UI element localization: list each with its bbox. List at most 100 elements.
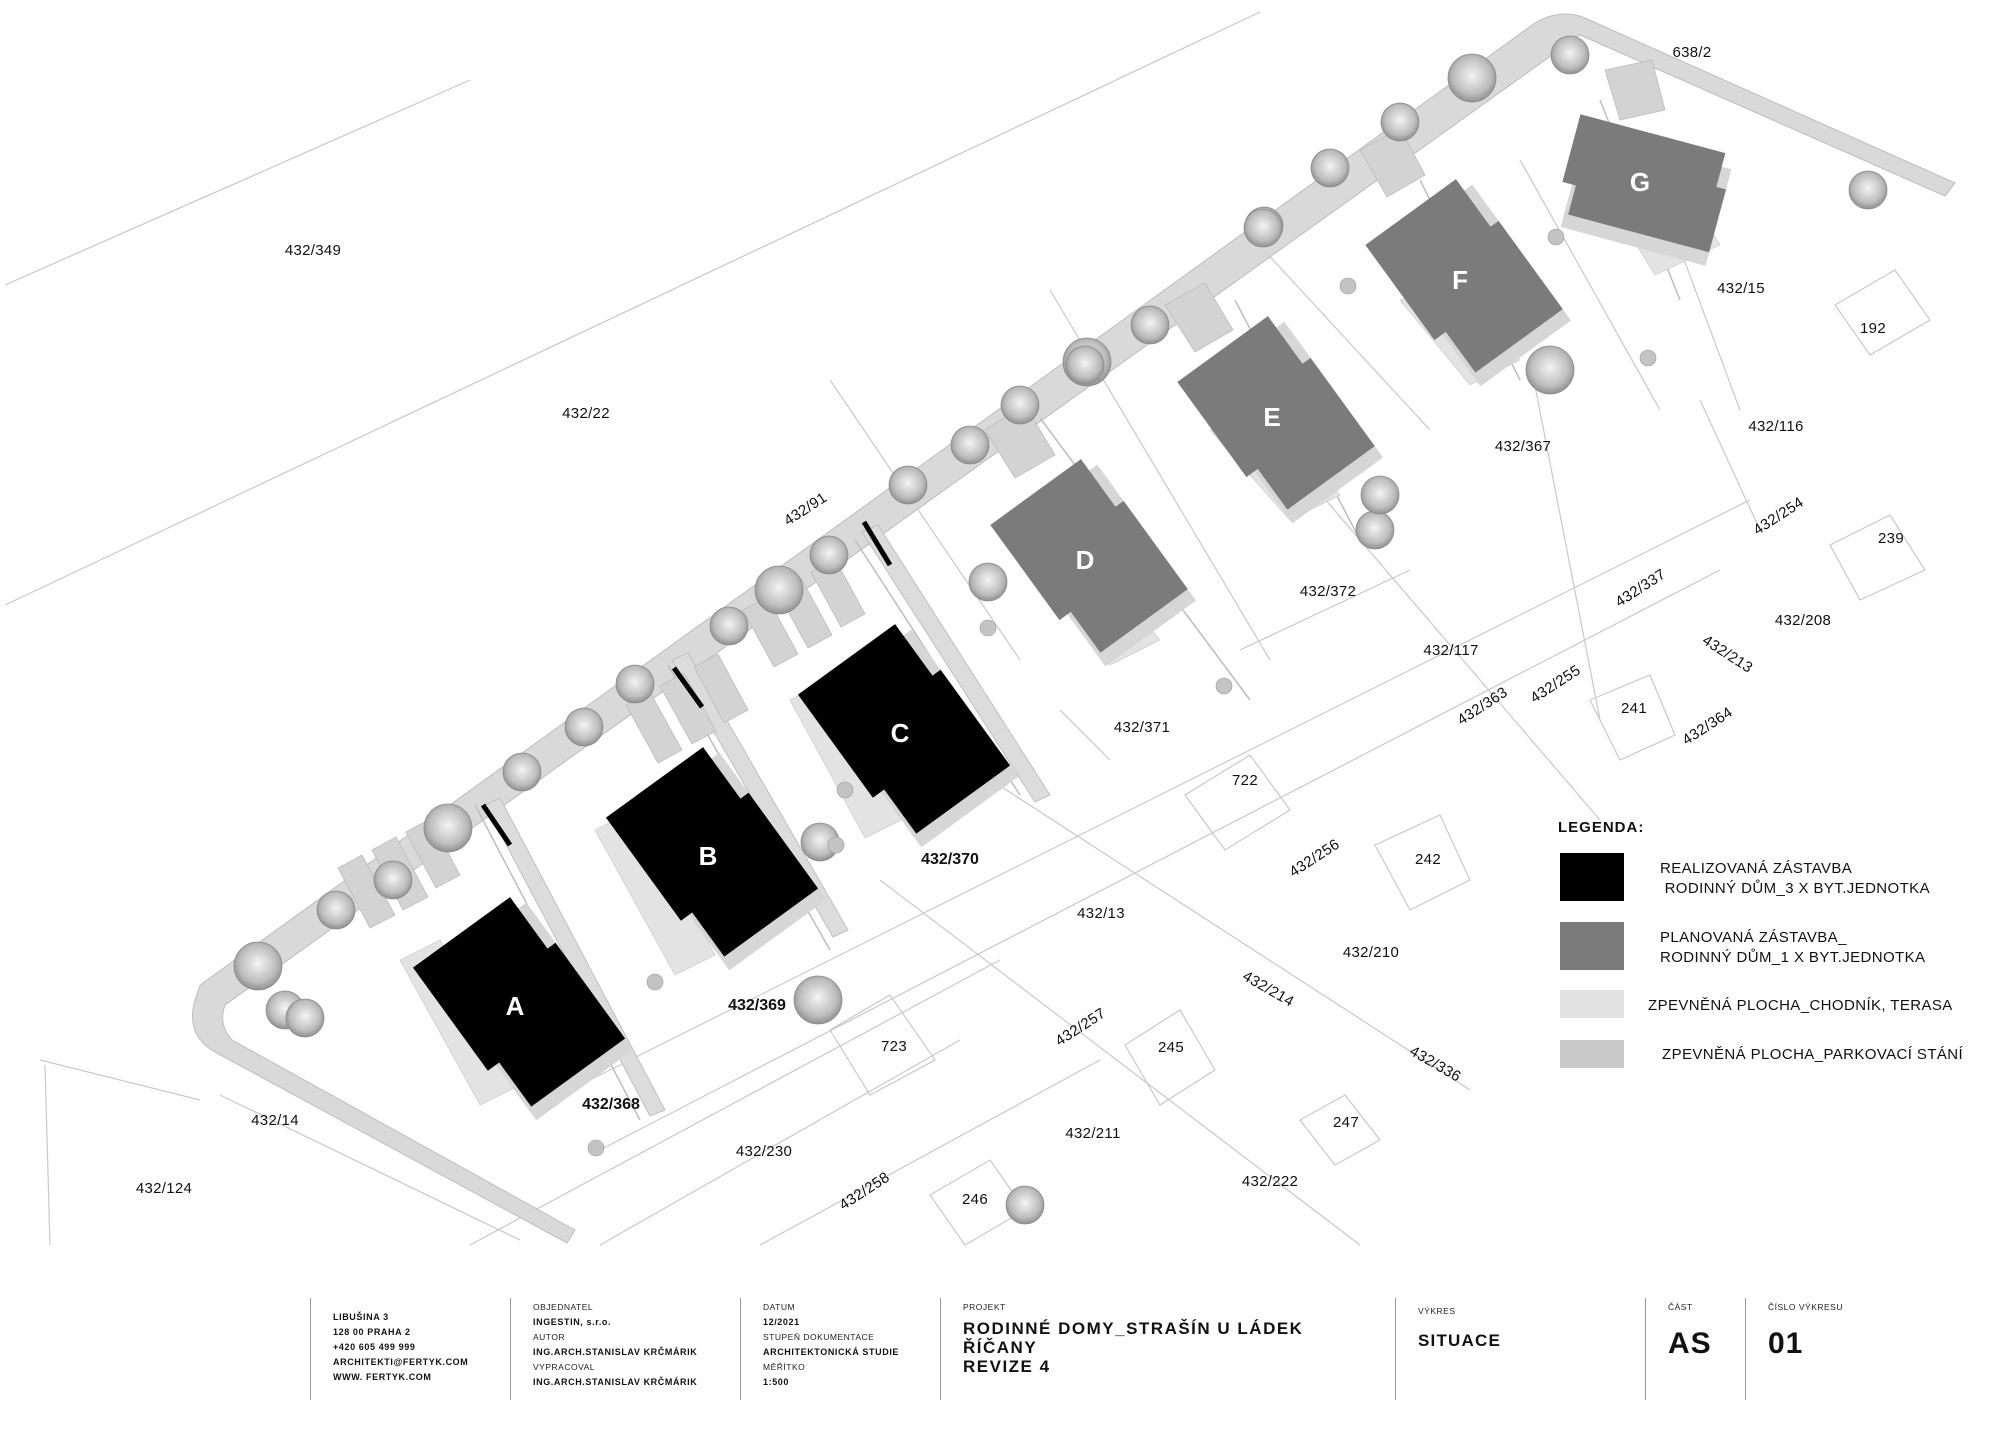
legend-item-path: ZPEVNĚNÁ PLOCHA_CHODNÍK, TERASA: [1648, 997, 1953, 1014]
parcel-label: 432/256: [1286, 836, 1342, 881]
tree-icon: [1550, 35, 1590, 75]
building-footprint: [412, 897, 626, 1107]
parcel-label: 432/372: [1300, 583, 1356, 600]
tree-icon: [1848, 170, 1888, 210]
parcel-label: 432/214: [1240, 968, 1297, 1011]
project-title-line-2: ŘÍČANY: [963, 1338, 1038, 1357]
parcel-label: 432/15: [1717, 280, 1765, 297]
boundary-markers: [480, 520, 893, 847]
project-title-line-3: REVIZE 4: [963, 1357, 1051, 1376]
parcel-label: 432/336: [1407, 1043, 1464, 1086]
tree-icon: [1310, 148, 1350, 188]
parcel-label: 432/208: [1775, 612, 1831, 629]
building-label: G: [1630, 167, 1650, 197]
legend-item-planned-line1: PLANOVANÁ ZÁSTAVBA_: [1660, 929, 1847, 946]
legend-item-realized-line1: REALIZOVANÁ ZÁSTAVBA: [1660, 860, 1852, 877]
building-c: C: [797, 624, 1019, 848]
shrub-icon: [827, 836, 845, 854]
title-block: LIBUŠINA 3 128 00 PRAHA 2 +420 605 499 9…: [310, 1298, 2000, 1400]
parcel-label: 432/124: [136, 1180, 192, 1197]
parcel-label: 432/14: [251, 1112, 299, 1129]
author-value: ING.ARCH.STANISLAV KRČMÁRIK: [533, 1347, 698, 1357]
shrub-icon: [836, 781, 854, 799]
legend-swatch-parking: [1560, 1040, 1624, 1068]
trees-layer: [233, 35, 1888, 1225]
tree-icon: [1000, 385, 1040, 425]
tree-icon: [316, 890, 356, 930]
legend-title: LEGENDA:: [1558, 819, 1644, 836]
building-a: A: [412, 897, 634, 1121]
shrub-icon: [1339, 277, 1357, 295]
building-label: B: [699, 841, 718, 871]
parcel-label: 432/91: [781, 489, 830, 529]
parcel-label: 432/213: [1699, 632, 1755, 677]
project-title-line-1: RODINNÉ DOMY_STRAŠÍN U LÁDEK: [963, 1319, 1304, 1338]
view-value: SITUACE: [1418, 1331, 1502, 1350]
tree-icon: [1380, 102, 1420, 142]
building-footprint: [797, 624, 1011, 834]
parcel-label: 432/369: [728, 997, 786, 1014]
tree-icon: [793, 975, 843, 1025]
building-footprint: [1177, 316, 1375, 510]
tree-icon: [423, 803, 473, 853]
tree-icon: [233, 941, 283, 991]
tree-icon: [502, 752, 542, 792]
tree-icon: [1005, 1185, 1045, 1225]
tree-icon: [1447, 53, 1497, 103]
view-label: VÝKRES: [1418, 1306, 1456, 1316]
part-label: ČÁST: [1668, 1302, 1693, 1312]
building-label: C: [891, 718, 910, 748]
address-phone: +420 605 499 999: [333, 1342, 416, 1352]
address-web: WWW. FERTYK.COM: [333, 1372, 432, 1382]
parcel-label: 638/2: [1672, 44, 1711, 61]
parcel-label: 723: [881, 1038, 907, 1055]
address-column: LIBUŠINA 3 128 00 PRAHA 2 +420 605 499 9…: [310, 1298, 510, 1400]
tree-icon: [950, 425, 990, 465]
project-column: PROJEKT RODINNÉ DOMY_STRAŠÍN U LÁDEK ŘÍČ…: [940, 1298, 1395, 1400]
building-footprint: [605, 747, 819, 957]
tree-icon: [888, 465, 928, 505]
building-g: G: [1560, 114, 1732, 266]
view-column: VÝKRES SITUACE: [1395, 1298, 1645, 1400]
parcel-label: 432/117: [1423, 642, 1478, 659]
tree-icon: [615, 664, 655, 704]
parcel-label: 432/371: [1114, 719, 1170, 736]
shrub-icon: [1547, 228, 1565, 246]
legend: LEGENDA: REALIZOVANÁ ZÁSTAVBA RODINNÝ DŮ…: [1558, 819, 1964, 1068]
author-label: AUTOR: [533, 1332, 566, 1342]
parcel-label: 247: [1333, 1114, 1359, 1131]
parcel-label: 432/370: [921, 851, 979, 868]
address-line-1: LIBUŠINA 3: [333, 1312, 389, 1322]
tree-icon: [709, 606, 749, 646]
parcel-label: 432/255: [1527, 662, 1583, 707]
shrub-icon: [587, 1139, 605, 1157]
parcel-label: 242: [1415, 851, 1441, 868]
parcel-label: 432/258: [836, 1169, 892, 1214]
building-footprint: [990, 459, 1188, 653]
parcel-label: 432/222: [1242, 1173, 1298, 1190]
parcel-boundaries: [4, 11, 1931, 1246]
access-road: [192, 13, 1956, 1244]
parcel-label: 432/254: [1750, 494, 1806, 539]
building-label: F: [1452, 265, 1468, 295]
drawing-number-label: ČÍSLO VÝKRESU: [1768, 1302, 1843, 1312]
shrub-icon: [646, 973, 664, 991]
legend-swatch-realized: [1560, 853, 1624, 901]
parcel-label: 432/337: [1612, 566, 1668, 611]
tree-icon: [1360, 475, 1400, 515]
shrub-icon: [979, 619, 997, 637]
stage-value: ARCHITEKTONICKÁ STUDIE: [763, 1347, 900, 1357]
parcel-label: 192: [1860, 320, 1886, 337]
tree-icon: [373, 860, 413, 900]
tree-icon: [809, 535, 849, 575]
parcel-label: 432/349: [285, 242, 341, 259]
part-value: AS: [1668, 1327, 1712, 1360]
parcel-label: 432/116: [1748, 418, 1803, 435]
client-value: INGESTIN, s.r.o.: [533, 1317, 612, 1327]
stage-label: STUPEŇ DOKUMENTACE: [763, 1332, 875, 1342]
building-footprint: [1562, 114, 1726, 253]
client-column: OBJEDNATEL INGESTIN, s.r.o. AUTOR ING.AR…: [510, 1298, 740, 1400]
drawing-number-column: ČÍSLO VÝKRESU 01: [1745, 1298, 1925, 1400]
legend-item-parking: ZPEVNĚNÁ PLOCHA_PARKOVACÍ STÁNÍ: [1662, 1046, 1964, 1063]
